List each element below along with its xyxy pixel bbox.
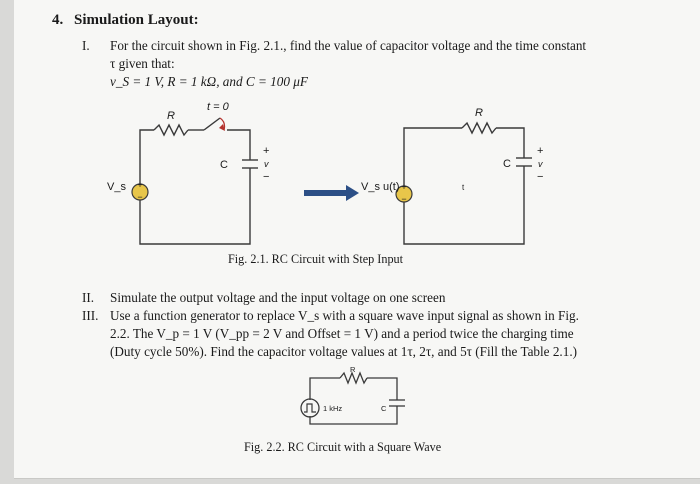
fig1-caption: Fig. 2.1. RC Circuit with Step Input	[228, 252, 404, 266]
resistor-symbol	[153, 123, 189, 137]
capacitor-label: C	[220, 159, 228, 171]
source-plus: +	[401, 182, 406, 192]
item3-line2: 2.2. The V_p = 1 V (V_pp = 2 V and Offse…	[110, 326, 574, 341]
small-t-label: t	[462, 183, 465, 192]
item3-line3: (Duty cycle 50%). Find the capacitor vol…	[110, 344, 578, 359]
voltage-source-icon	[395, 185, 413, 203]
function-generator-icon	[300, 398, 320, 418]
source-minus: −	[137, 192, 142, 202]
voltage-source-icon	[131, 183, 149, 201]
source-label-right: V_s u(t)	[361, 181, 400, 193]
item-numeral-1: I.	[82, 38, 90, 53]
resistor-label: R	[167, 110, 175, 122]
wire-segment	[367, 377, 398, 400]
wire-segment	[139, 129, 154, 184]
item-numeral-3: III.	[82, 308, 99, 323]
resistor-label: R	[475, 107, 483, 119]
transform-arrow-icon	[304, 185, 359, 201]
switch-blade	[203, 117, 221, 131]
switch-label: t = 0	[207, 101, 230, 113]
document-page: 4. Simulation Layout: I. For the circuit…	[14, 0, 700, 479]
item1-line1: For the circuit shown in Fig. 2.1., find…	[110, 38, 587, 53]
fig2-resistor-label: R	[350, 365, 356, 374]
source-plus: +	[137, 180, 142, 190]
fig2-caption: Fig. 2.2. RC Circuit with a Square Wave	[244, 440, 442, 454]
item3-line1: Use a function generator to replace V_s …	[110, 308, 579, 323]
source-label-left: V_s	[107, 181, 126, 193]
resistor-symbol	[339, 371, 368, 385]
cap-minus: −	[537, 171, 543, 183]
item2-text: Simulate the output voltage and the inpu…	[110, 290, 446, 305]
cap-voltage-label: v	[538, 159, 543, 169]
item-numeral-2: II.	[82, 290, 95, 305]
cap-plus: +	[263, 145, 269, 157]
fig2-capacitor-label: C	[381, 404, 387, 413]
switch-arrowhead-icon	[219, 124, 225, 131]
cap-plus: +	[537, 145, 543, 157]
square-wave-icon	[304, 403, 316, 413]
wire-segment	[403, 127, 462, 188]
source-minus: −	[401, 194, 406, 204]
circuit-figure-1: + − + − t = 0 R C + v − V_s V_s u(t) t R…	[107, 101, 543, 425]
section-number: 4.	[52, 12, 64, 28]
section-title: Simulation Layout:	[74, 12, 199, 28]
item1-line2: τ given that:	[110, 56, 175, 71]
cap-voltage-label: v	[264, 159, 269, 169]
wire-segment	[309, 377, 340, 400]
capacitor-label: C	[503, 158, 511, 170]
wire-segment	[227, 129, 251, 160]
wire-segment	[496, 127, 525, 158]
item1-line3: v_S = 1 V, R = 1 kΩ, and C = 100 μF	[110, 74, 308, 89]
cap-minus: −	[263, 171, 269, 183]
wire-segment	[139, 168, 251, 245]
wire-segment	[309, 406, 398, 425]
resistor-symbol	[461, 121, 497, 135]
wire-segment	[403, 166, 525, 245]
fig2-frequency-label: 1 kHz	[323, 404, 342, 413]
